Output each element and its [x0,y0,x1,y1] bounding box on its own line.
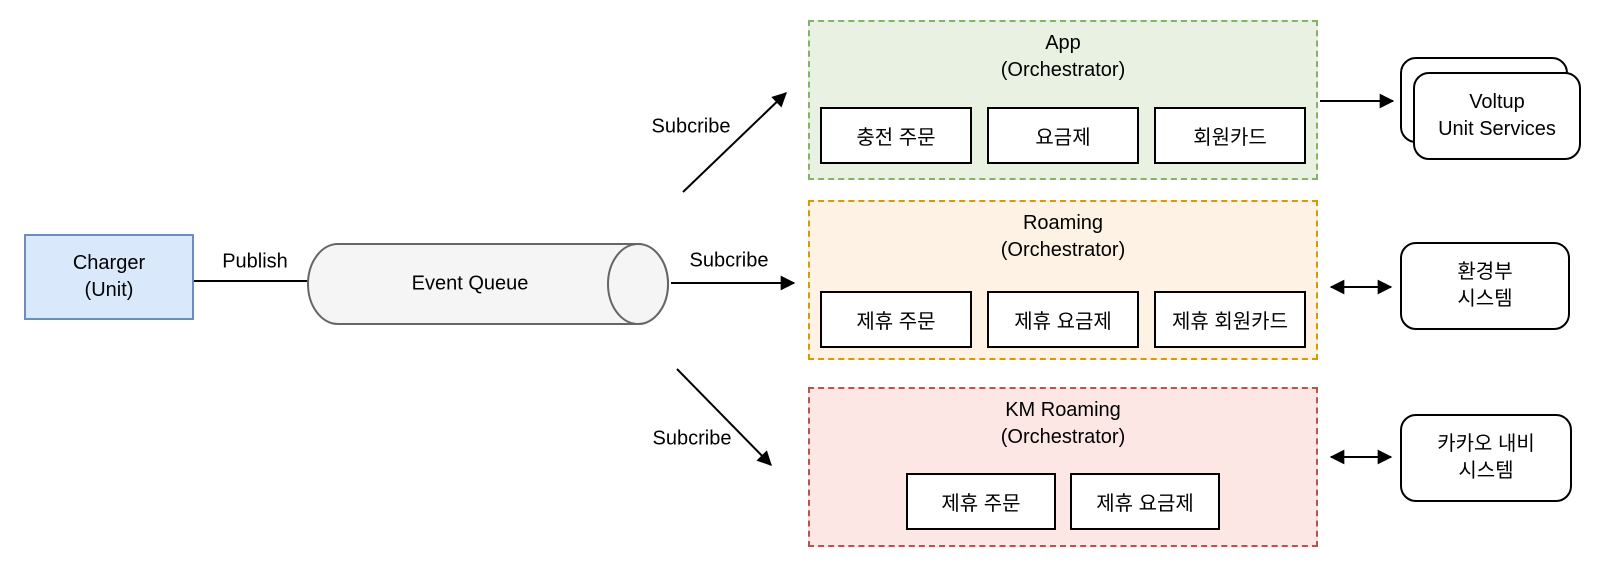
service-box: 제휴 주문 [820,291,972,348]
moe-label-line2: 시스템 [1457,288,1513,310]
group-km-roaming-title: KM Roaming (Orchestrator) [810,397,1316,451]
group-roaming-services: 제휴 주문 제휴 요금제 제휴 회원카드 [810,291,1316,348]
group-km-roaming-services: 제휴 주문 제휴 요금제 [810,473,1316,530]
group-app-title: App (Orchestrator) [810,30,1316,84]
service-box: 제휴 요금제 [987,291,1139,348]
group-km-roaming-qualifier: (Orchestrator) [1000,426,1126,448]
kakao-label-line1: 카카오 내비 [1437,433,1535,455]
kakao-label-line2: 시스템 [1458,460,1514,482]
group-roaming-qualifier: (Orchestrator) [1000,239,1126,261]
moe-system-node: 환경부 시스템 [1400,242,1570,330]
event-queue-label: Event Queue [411,272,529,295]
kakao-navi-system-node: 카카오 내비 시스템 [1400,414,1572,502]
group-km-roaming-name: KM Roaming [1005,399,1121,421]
subscribe-arrow-km [676,368,772,466]
group-app-name: App [1045,32,1081,54]
service-box: 제휴 요금제 [1070,473,1220,530]
voltup-label-line1: Voltup [1469,91,1525,113]
charger-label-line1: Charger [72,252,146,274]
service-box: 충전 주문 [820,107,972,164]
service-box: 회원카드 [1154,107,1306,164]
publish-edge-label: Publish [222,250,288,273]
group-app-orchestrator: App (Orchestrator) 충전 주문 요금제 회원카드 [808,20,1318,180]
group-roaming-title: Roaming (Orchestrator) [810,210,1316,264]
subscribe-label-app: Subcribe [651,115,731,138]
group-app-qualifier: (Orchestrator) [1000,59,1126,81]
subscribe-arrow-app [682,92,787,193]
voltup-label-line2: Unit Services [1438,118,1556,140]
charger-label-line2: (Unit) [84,279,134,301]
group-km-roaming-orchestrator: KM Roaming (Orchestrator) 제휴 주문 제휴 요금제 [808,387,1318,547]
group-app-services: 충전 주문 요금제 회원카드 [810,107,1316,164]
event-queue-cylinder-rim [607,243,669,325]
charger-node: Charger (Unit) [24,234,194,320]
subscribe-label-km: Subcribe [652,427,732,450]
service-box: 요금제 [987,107,1139,164]
moe-label-line1: 환경부 [1457,261,1513,283]
group-roaming-name: Roaming [1022,212,1104,234]
service-box: 제휴 주문 [906,473,1056,530]
service-box: 제휴 회원카드 [1154,291,1306,348]
subscribe-label-roaming: Subcribe [689,249,769,272]
group-roaming-orchestrator: Roaming (Orchestrator) 제휴 주문 제휴 요금제 제휴 회… [808,200,1318,360]
voltup-services-node: Voltup Unit Services [1413,72,1581,160]
